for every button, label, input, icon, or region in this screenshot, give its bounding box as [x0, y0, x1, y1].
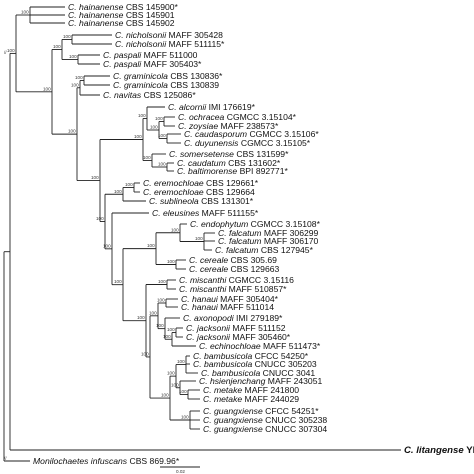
taxon-label: C. jacksonii MAFF 305460* [186, 332, 291, 342]
taxon-label: C. endophytum CGMCC 3.15108* [190, 219, 321, 229]
support-value: 100 [147, 243, 155, 248]
taxon-label: C. zoysiae MAFF 238573* [178, 121, 279, 131]
support-value: 100 [156, 323, 164, 328]
support-value: 100 [167, 371, 175, 376]
tree-branches [3, 6, 401, 462]
support-value: 100 [134, 134, 142, 139]
taxon-label: C. duyunensis CGMCC 3.15105* [184, 138, 311, 148]
taxon-label: C. eleusines MAFF 511155* [152, 208, 259, 218]
support-value: 100 [171, 227, 179, 232]
taxon-label: C. cereale CBS 305.69 [189, 255, 277, 265]
support-value: 100 [125, 182, 133, 187]
taxon-label: C. hanaui MAFF 305404* [181, 294, 279, 304]
taxon-label: Monilochaetes infuscans CBS 869.96* [33, 456, 180, 466]
taxon-label: C. nicholsonii MAFF 511115* [115, 39, 225, 49]
taxon-label: C. eremochloae CBS 129661* [143, 178, 259, 188]
taxon-label: C. guangxiense CNUCC 305238 [203, 415, 327, 425]
support-value: 100 [114, 189, 122, 194]
support-value: 100 [161, 393, 169, 398]
support-value: 100 [167, 259, 175, 264]
taxon-label: C. paspali MAFF 305403* [103, 59, 202, 69]
taxon-label: C. metake MAFF 241800 [203, 385, 299, 395]
taxon-label: C. alcornii IMI 176619* [168, 102, 256, 112]
taxon-label: C. ochracea CGMCC 3.15104* [178, 112, 297, 122]
taxon-label: C. cereale CBS 129663 [189, 264, 280, 274]
support-value: 100 [68, 129, 76, 134]
support-value: 100 [71, 82, 79, 87]
taxon-label: C. eremochloae CBS 129664 [143, 187, 255, 197]
taxon-label: C. guangxiense CFCC 54251* [203, 406, 319, 416]
support-value: 100 [141, 351, 149, 356]
taxon-label: C. baltimorense BPI 892771* [177, 166, 288, 176]
break-mark-top: // [4, 50, 7, 55]
taxon-label: C. caudasporum CGMCC 3.15106* [184, 129, 319, 139]
support-value: 100 [157, 298, 165, 303]
support-value: 100 [155, 116, 163, 121]
scale-bar: 0.02 [160, 466, 200, 474]
support-value: 100 [63, 34, 71, 39]
support-value: 100 [181, 415, 189, 420]
taxon-label: C. axonopodi IMI 279189* [183, 313, 283, 323]
support-value: 100 [171, 382, 179, 387]
support-value: 100 [177, 359, 185, 364]
taxon-label: C. hsienjenchang MAFF 243051 [199, 376, 322, 386]
taxon-label: C. graminicola CBS 130836* [113, 71, 223, 81]
branch-break-mark: // // [4, 50, 7, 461]
taxon-label: C. bambusicola CNUCC 305203 [193, 359, 317, 369]
support-value: 100 [149, 310, 157, 315]
scale-bar-label: 0.02 [176, 469, 185, 474]
support-value: 100 [114, 279, 122, 284]
break-mark-bottom: // [4, 456, 7, 461]
taxon-label: C. hainanense CBS 145902 [68, 18, 175, 28]
taxon-label: C. miscanthi CGMCC 3.15116 [179, 275, 294, 285]
support-value: 100 [167, 327, 175, 332]
support-value: 100 [21, 10, 29, 15]
support-value: 100 [163, 334, 171, 339]
support-value: 100 [53, 44, 61, 49]
taxon-label: C. bambusicola CNUCC 3041 [201, 368, 315, 378]
taxon-label: C. sublineola CBS 131301* [149, 196, 254, 206]
taxon-label: C. falcatum MAFF 306170 [218, 236, 319, 246]
taxon-label: C. hanaui MAFF 511014 [181, 302, 274, 312]
support-value: 100 [158, 279, 166, 284]
taxon-label: C. jacksonii MAFF 511152 [186, 323, 286, 333]
support-value: 100 [7, 48, 15, 53]
support-value: 100 [158, 162, 166, 167]
support-values: 1001001001001001001001001001001001001001… [7, 10, 203, 420]
support-value: 100 [96, 216, 104, 221]
support-value: 100 [150, 125, 158, 130]
support-value: 100 [158, 133, 166, 138]
taxon-label: C. paspali MAFF 511000 [103, 50, 198, 60]
taxon-label-highlighted: C. litangense YM [404, 445, 474, 456]
taxon-label: C. nicholsonii MAFF 305428 [115, 30, 223, 40]
taxon-label: C. guangxiense CNUCC 307304 [203, 424, 327, 434]
support-value: 100 [43, 86, 51, 91]
taxon-label: C. falcatum CBS 127945* [215, 245, 314, 255]
taxon-label: C. somersetense CBS 131599* [169, 149, 289, 159]
taxon-label: C. navitas CBS 125086* [103, 90, 196, 100]
taxon-labels: C. hainanense CBS 145900*C. hainanense C… [33, 2, 474, 466]
support-value: 100 [69, 54, 77, 59]
support-value: 100 [143, 155, 151, 160]
taxon-label: C. metake MAFF 244029 [203, 394, 299, 404]
support-value: 100 [195, 236, 203, 241]
support-value: 100 [137, 315, 145, 320]
taxon-label: C. bambusicola CFCC 54250* [193, 351, 309, 361]
taxon-label: C. graminicola CBS 130839 [113, 80, 219, 90]
taxon-label: C. hainanense CBS 145900* [68, 2, 179, 12]
support-value: 100 [103, 243, 111, 248]
taxon-label: C. miscanthi MAFF 510857* [179, 284, 287, 294]
support-value: 100 [138, 113, 146, 118]
taxon-label: C. caudatum CBS 131602* [177, 158, 281, 168]
taxon-label: C. hainanense CBS 145901 [68, 10, 175, 20]
taxon-label: C. falcatum MAFF 306299 [218, 228, 319, 238]
support-value: 100 [75, 75, 83, 80]
taxon-label: C. echinochloae MAFF 511473* [199, 341, 321, 351]
support-value: 100 [179, 389, 187, 394]
support-value: 100 [91, 175, 99, 180]
